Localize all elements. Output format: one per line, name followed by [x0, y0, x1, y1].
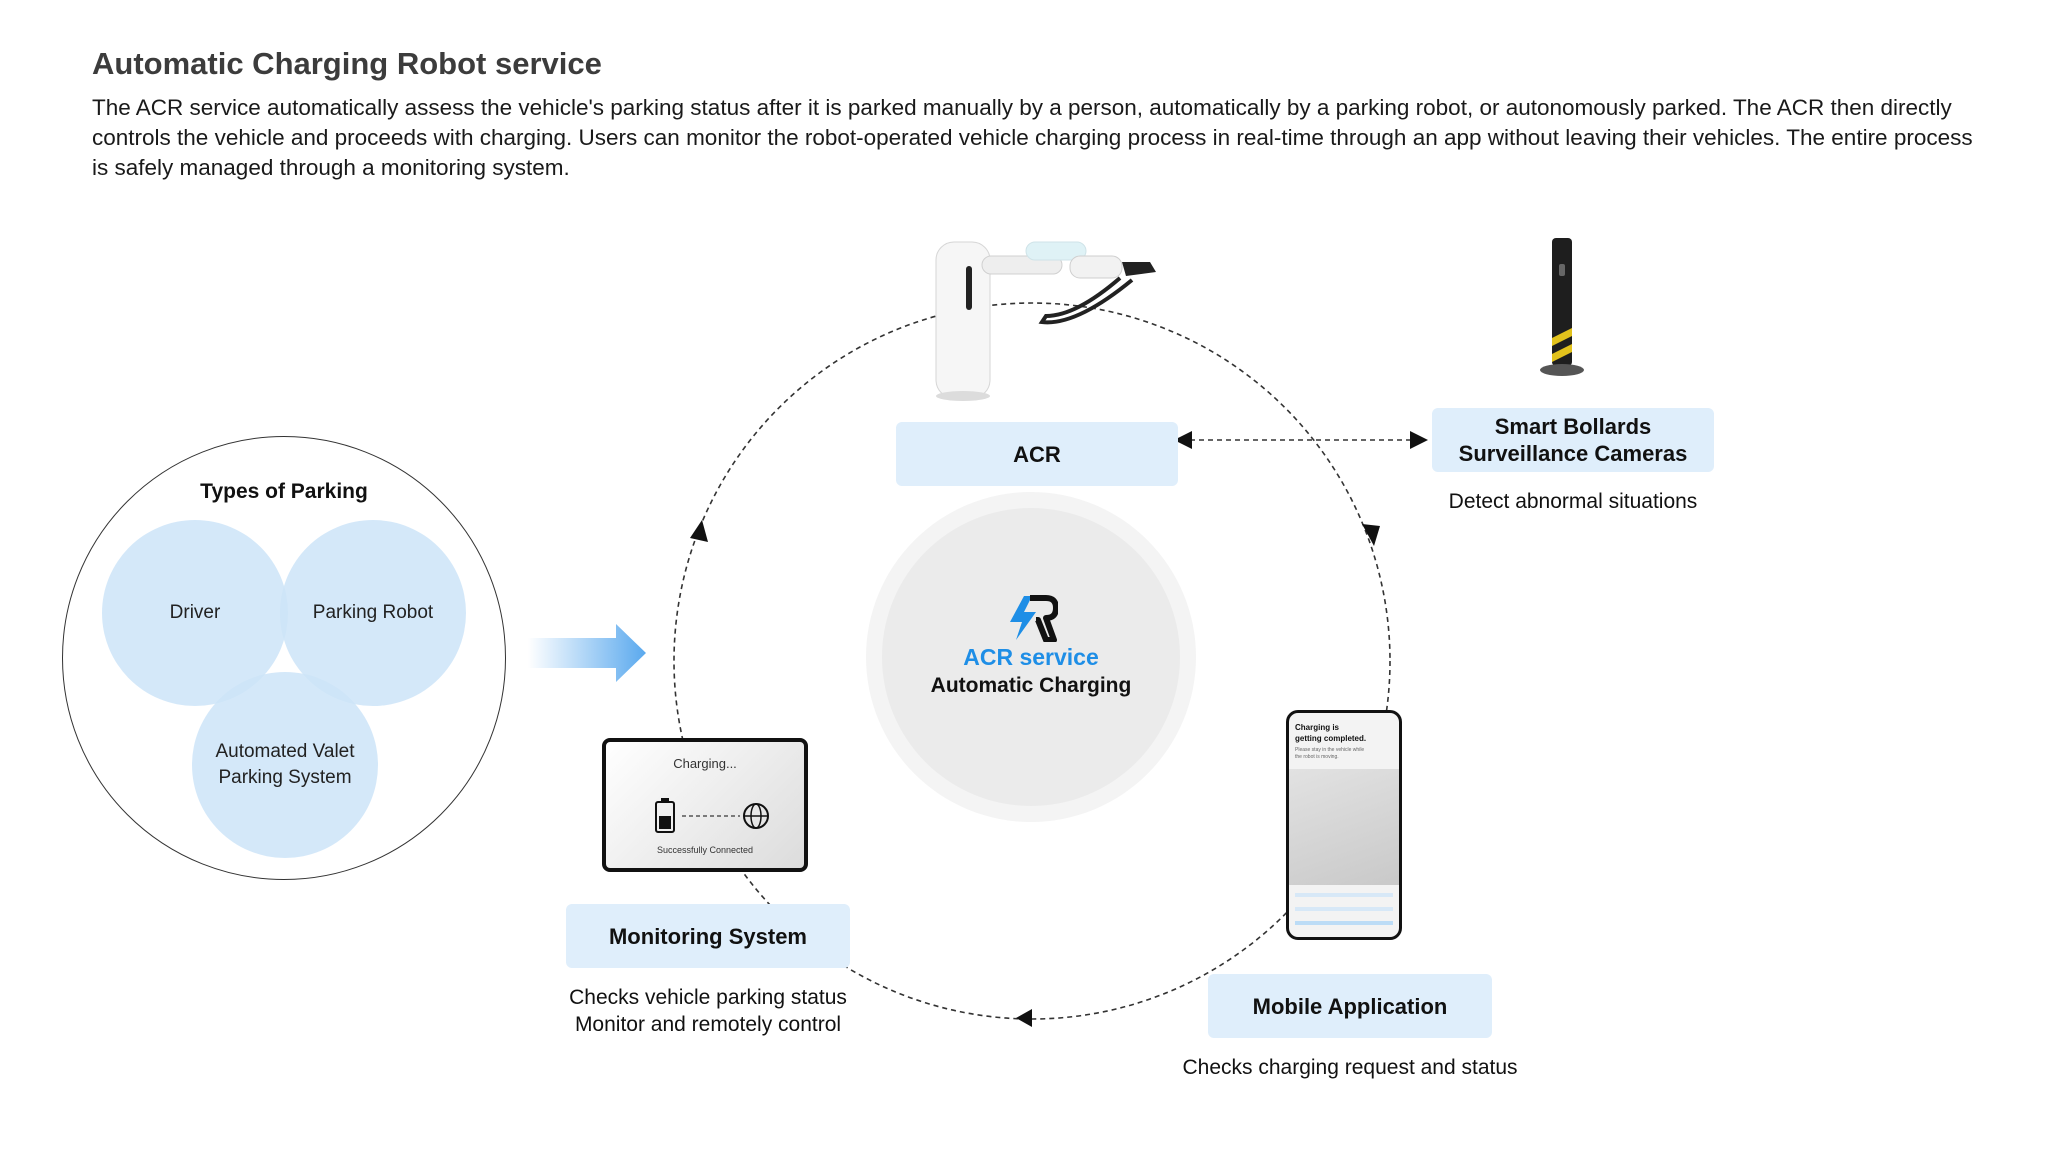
smart-bollard-illustration	[1540, 238, 1584, 376]
center-inner-circle	[882, 508, 1180, 806]
phone-vehicle-image	[1289, 769, 1399, 885]
bollards-label-line1: Smart Bollards	[1494, 414, 1652, 439]
monitoring-caption-line2: Monitor and remotely control	[574, 1013, 842, 1036]
venn-avps: Automated Valet Parking System	[192, 672, 378, 858]
phone-step-row	[1295, 893, 1393, 897]
flow-arrow-icon	[528, 624, 646, 682]
parking-types-circle	[62, 436, 506, 880]
venn-driver-label: Driver	[169, 602, 221, 623]
bollards-caption: Detect abnormal situations	[1448, 490, 1698, 513]
phone-step-row	[1295, 907, 1393, 911]
monitoring-box: Monitoring System	[566, 904, 850, 968]
venn-avps-label-line1: Automated Valet	[215, 741, 355, 762]
tablet-connection-text: Successfully Connected	[656, 845, 754, 855]
acr-logo-icon	[1010, 595, 1058, 642]
acr-label: ACR	[1013, 441, 1061, 467]
bollards-box: Smart Bollards Surveillance Cameras	[1432, 408, 1714, 472]
venn-parking-robot-label: Parking Robot	[312, 602, 434, 623]
bollards-label-line2: Surveillance Cameras	[1458, 441, 1688, 466]
tablet-status-text: Charging...	[673, 756, 737, 771]
venn-driver: Driver	[102, 520, 288, 706]
page-title: Automatic Charging Robot service	[92, 46, 602, 81]
battery-globe-connection	[655, 798, 769, 833]
phone-title-line2: getting completed.	[1295, 734, 1367, 743]
mobile-app-caption: Checks charging request and status	[1182, 1056, 1518, 1079]
monitoring-label: Monitoring System	[608, 923, 807, 949]
phone-title-line1: Charging is	[1295, 723, 1340, 732]
phone-note: Please stay in the vehicle while the rob…	[1295, 747, 1365, 760]
acr-box: ACR	[896, 422, 1178, 486]
monitoring-tablet	[602, 738, 808, 872]
mobile-app-box: Mobile Application	[1208, 974, 1492, 1038]
phone-step-row	[1295, 921, 1393, 925]
globe-icon	[743, 803, 769, 829]
page-description: The ACR service automatically assess the…	[92, 95, 1973, 180]
mobile-phone: Charging is getting completed. Please st…	[1286, 710, 1402, 940]
mobile-app-label: Mobile Application	[1252, 993, 1448, 1019]
parking-types-title: Types of Parking	[200, 480, 368, 503]
venn-avps-label-line2: Parking System	[218, 767, 352, 788]
charging-robot-illustration	[935, 241, 1156, 401]
battery-charging-icon	[655, 798, 675, 833]
center-service-subtitle: Automatic Charging	[930, 674, 1132, 697]
center-service-title: ACR service	[963, 644, 1099, 670]
monitoring-caption-line1: Checks vehicle parking status	[569, 986, 847, 1009]
